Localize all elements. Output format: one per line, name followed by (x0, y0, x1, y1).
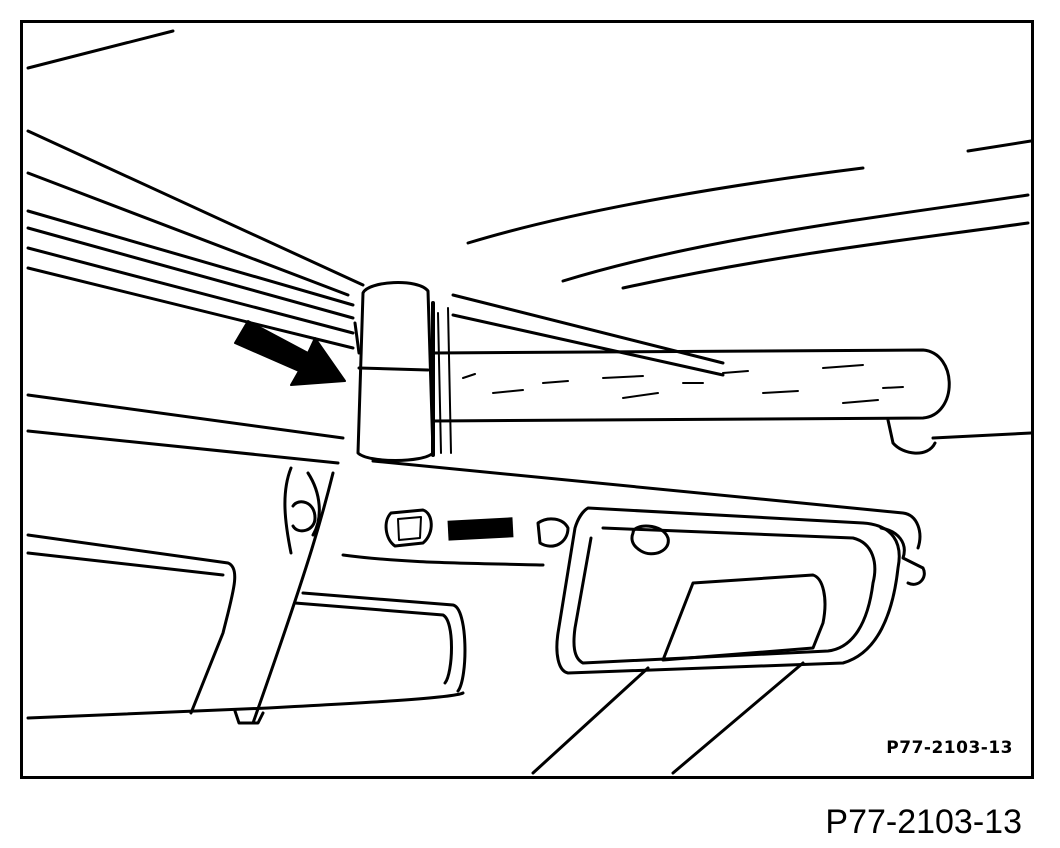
lower-line-left (531, 666, 650, 775)
figure-code-inner: P77-2103-13 (886, 738, 1013, 758)
panel-edge-lower (26, 429, 340, 465)
light-switch-left (384, 508, 433, 548)
headliner-illustration (26, 29, 1031, 775)
header-line-6 (26, 266, 355, 350)
lower-line-right (671, 661, 805, 775)
figure-frame: P77-2103-13 (20, 20, 1034, 779)
console-bottom (341, 553, 545, 567)
header-line-1 (26, 129, 365, 287)
visor-mirror (661, 573, 827, 662)
header-line-5 (26, 246, 355, 335)
mirror-inner (293, 601, 453, 685)
left-clip (283, 466, 293, 555)
console-vent (447, 517, 514, 541)
mallet-band-shade (437, 307, 452, 454)
roof-line-top (26, 29, 175, 70)
right-edge-line (931, 431, 1031, 440)
header-line-2 (26, 171, 350, 297)
light-switch-left-inner (397, 516, 422, 541)
left-clip-ring (291, 500, 317, 533)
right-visor-inner (572, 526, 877, 665)
panel-edge-main (371, 459, 922, 550)
roof-curve-3 (621, 221, 1030, 290)
left-clip-outer (306, 471, 321, 537)
handle-grain (462, 364, 904, 404)
arrow-icon (234, 320, 346, 386)
tool-handle (431, 348, 951, 423)
roof-curve-2 (561, 193, 1030, 283)
header-line-4 (26, 226, 355, 320)
panel-edge-upper (26, 393, 345, 440)
mirror-tab (233, 709, 265, 725)
roof-line-right-1 (966, 139, 1031, 153)
visor-bottom-line (26, 691, 465, 720)
mallet-band-left (353, 321, 361, 355)
visor-clip (630, 524, 670, 556)
handle-bracket (886, 418, 937, 455)
header-line-right-2 (451, 313, 725, 377)
light-switch-right (536, 517, 570, 548)
mirror-outline (301, 591, 467, 693)
mallet-head (356, 281, 435, 462)
figure-caption: P77-2103-13 (825, 803, 1022, 841)
left-visor-outline (26, 533, 237, 715)
header-line-3 (26, 209, 355, 307)
mallet-seam (357, 366, 430, 372)
visor-hinge (879, 526, 926, 586)
console-outline (251, 471, 335, 725)
left-visor-edge (26, 551, 225, 577)
right-visor-outline (555, 506, 901, 675)
roof-curve-1 (466, 166, 865, 245)
